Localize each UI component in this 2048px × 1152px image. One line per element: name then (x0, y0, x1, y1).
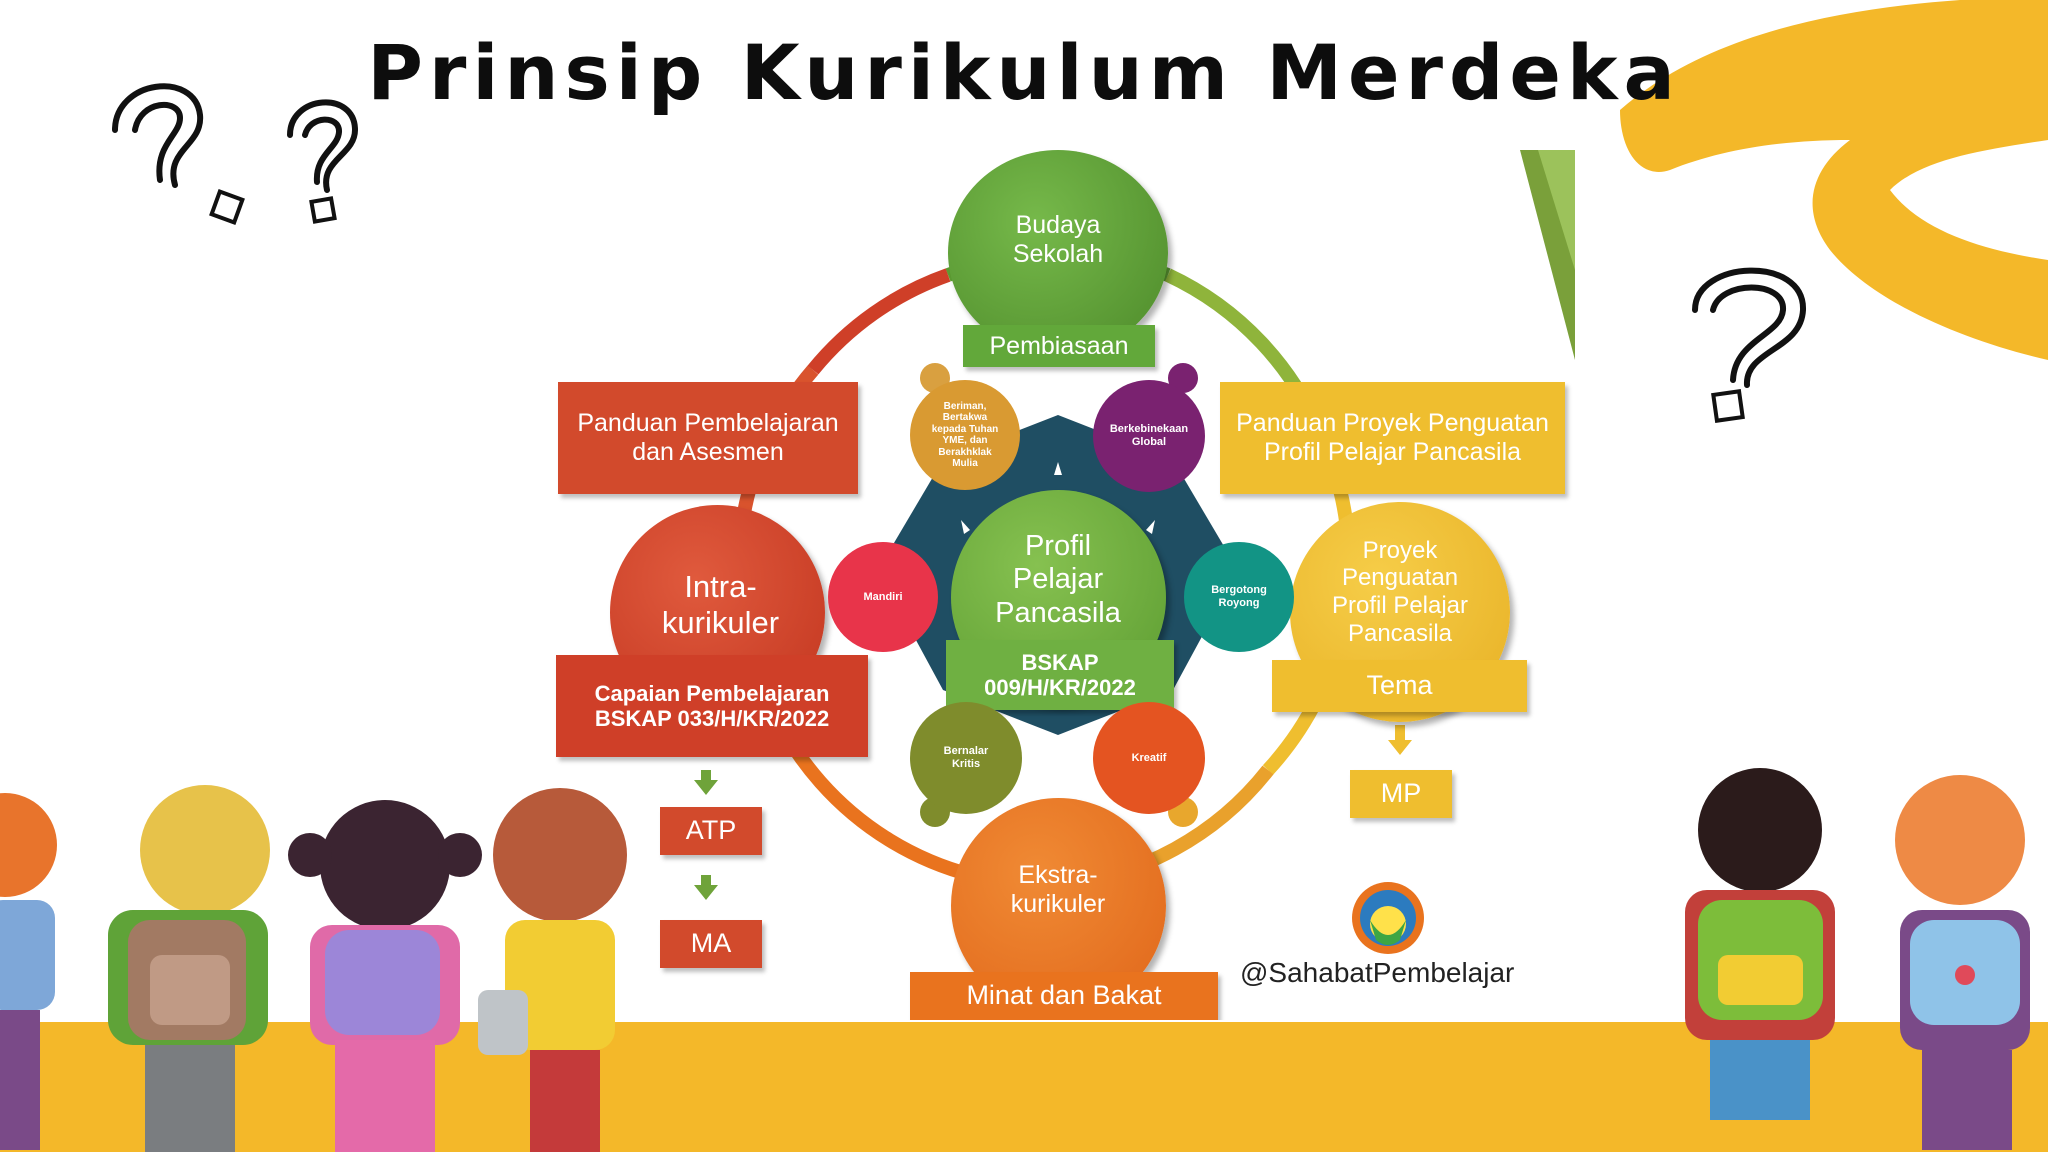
ekstrakurikuler-label: Ekstra-kurikuler (978, 850, 1138, 930)
tema-bar: Tema (1272, 660, 1527, 712)
minat-bakat-bar: Minat dan Bakat (910, 972, 1218, 1020)
pembiasaan-bar: Pembiasaan (963, 325, 1155, 367)
panduan-pembelajaran-box: Panduan Pembelajaran dan Asesmen (558, 382, 858, 494)
proyek-label: Proyek Penguatan Profil Pelajar Pancasil… (1320, 522, 1480, 662)
kurikulum-diagram: Budaya Sekolah Pembiasaan Panduan Pembel… (548, 150, 1575, 1020)
profil-pelajar-label: Profil Pelajar Pancasila (978, 525, 1138, 635)
beriman-dimension: Beriman, Bertakwa kepada Tuhan YME, dan … (910, 380, 1020, 490)
atp-box: ATP (660, 807, 762, 855)
children-illustration-left (0, 770, 660, 1152)
budaya-sekolah-label: Budaya Sekolah (973, 205, 1143, 275)
capaian-pembelajaran-bar: Capaian Pembelajaran BSKAP 033/H/KR/2022 (556, 655, 868, 757)
question-mark-icon (1685, 255, 1815, 430)
question-marks-icon (105, 70, 375, 240)
bskap-009-bar: BSKAP 009/H/KR/2022 (946, 640, 1174, 710)
mandiri-dimension: Mandiri (828, 542, 938, 652)
bernalar-kritis-dimension: Bernalar Kritis (910, 702, 1022, 814)
kreatif-dimension: Kreatif (1093, 702, 1205, 814)
bergotong-royong-dimension: Bergotong Royong (1184, 542, 1294, 652)
panduan-proyek-box: Panduan Proyek Penguatan Profil Pelajar … (1220, 382, 1565, 494)
mp-box: MP (1350, 770, 1452, 818)
berkebinekaan-global-dimension: Berkebinekaan Global (1093, 380, 1205, 492)
ma-box: MA (660, 920, 762, 968)
intrakurikuler-label: Intra-kurikuler (648, 555, 793, 655)
watermark-text: @SahabatPembelajar (1240, 957, 1514, 989)
children-illustration-right (1660, 760, 2048, 1152)
